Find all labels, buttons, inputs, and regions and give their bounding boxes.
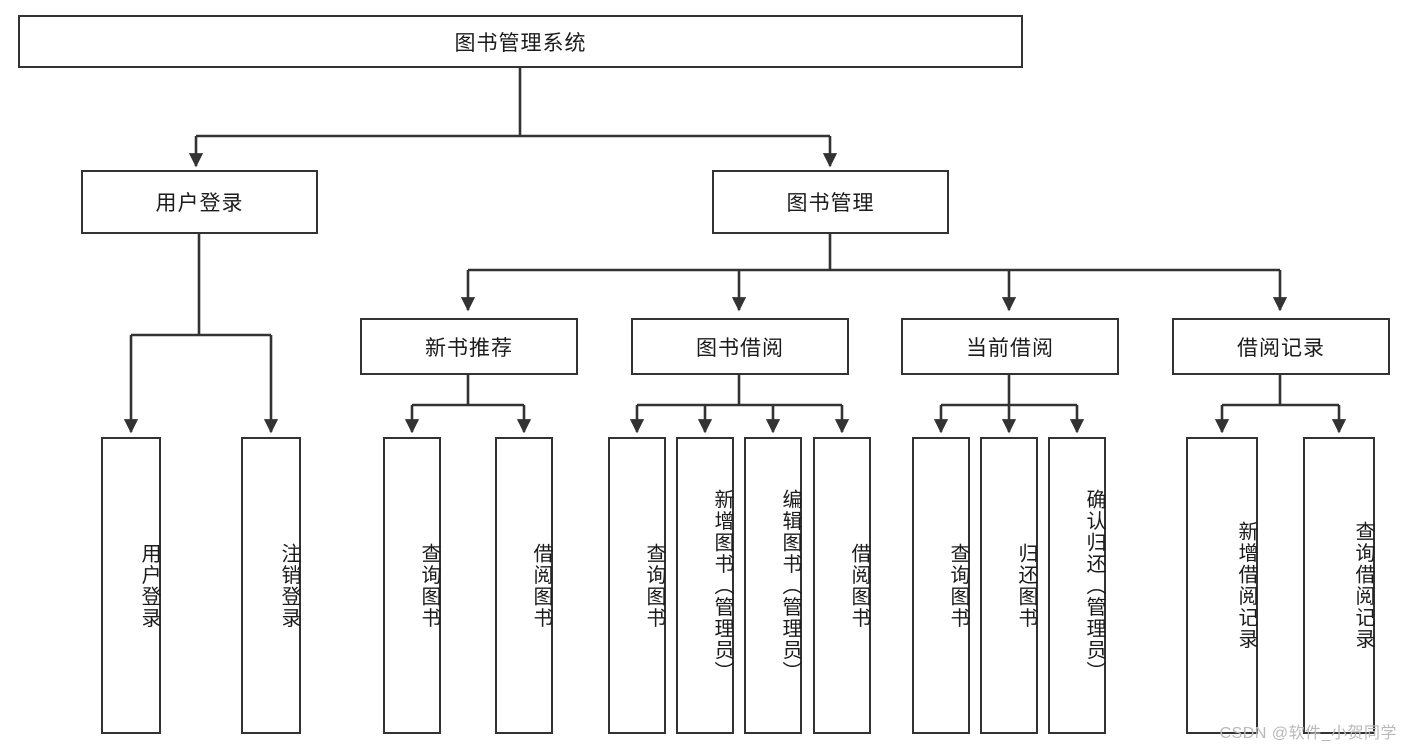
node-label: 借阅记录 xyxy=(1237,336,1325,360)
node-label: 图书借阅 xyxy=(696,336,784,360)
leaf-bookborrow-borrow-book[interactable]: 借阅图书 xyxy=(813,437,871,734)
leaf-currentborrow-return-book[interactable]: 归还图书 xyxy=(980,437,1038,734)
node-current-borrow[interactable]: 当前借阅 xyxy=(901,318,1119,375)
node-book-borrow[interactable]: 图书借阅 xyxy=(631,318,849,375)
leaf-currentborrow-query-book[interactable]: 查询图书 xyxy=(912,437,970,734)
node-label: 当前借阅 xyxy=(966,336,1054,360)
node-book-management[interactable]: 图书管理 xyxy=(712,170,949,234)
node-label: 借阅图书 xyxy=(848,542,870,629)
node-root-system[interactable]: 图书管理系统 xyxy=(18,15,1023,68)
node-label: 查询借阅记录 xyxy=(1352,521,1374,650)
leaf-bookborrow-add-book[interactable]: 新增图书（管理员） xyxy=(676,437,734,734)
csdn-watermark: CSDN @软件_小贺同学 xyxy=(1219,725,1397,742)
node-label: 图书管理系统 xyxy=(454,31,587,55)
node-label: 新增图书（管理员） xyxy=(711,488,733,683)
node-label: 新书推荐 xyxy=(425,336,513,360)
leaf-bookborrow-edit-book[interactable]: 编辑图书（管理员） xyxy=(744,437,802,734)
node-user-login[interactable]: 用户登录 xyxy=(81,170,318,234)
node-label: 查询图书 xyxy=(643,542,665,629)
node-new-book-recommend[interactable]: 新书推荐 xyxy=(360,318,578,375)
leaf-borrowrecord-add-record[interactable]: 新增借阅记录 xyxy=(1186,437,1258,734)
node-label: 查询图书 xyxy=(947,542,969,629)
node-label: 新增借阅记录 xyxy=(1235,521,1257,650)
node-label: 注销登录 xyxy=(278,542,300,629)
node-borrow-record[interactable]: 借阅记录 xyxy=(1172,318,1390,375)
leaf-borrowrecord-query-record[interactable]: 查询借阅记录 xyxy=(1303,437,1375,734)
leaf-logout[interactable]: 注销登录 xyxy=(241,437,301,734)
node-label: 图书管理 xyxy=(786,192,875,215)
node-label: 归还图书 xyxy=(1015,542,1037,629)
leaf-newbook-borrow-book[interactable]: 借阅图书 xyxy=(495,437,553,734)
leaf-currentborrow-confirm-return[interactable]: 确认归还（管理员） xyxy=(1048,437,1106,734)
node-label: 编辑图书（管理员） xyxy=(779,488,801,683)
node-label: 查询图书 xyxy=(418,542,440,629)
node-label: 用户登录 xyxy=(138,542,160,629)
node-label: 确认归还（管理员） xyxy=(1083,488,1105,683)
leaf-user-login[interactable]: 用户登录 xyxy=(101,437,161,734)
node-label: 用户登录 xyxy=(155,192,244,215)
leaf-bookborrow-query-book[interactable]: 查询图书 xyxy=(608,437,666,734)
node-label: 借阅图书 xyxy=(530,542,552,629)
leaf-newbook-query-book[interactable]: 查询图书 xyxy=(383,437,441,734)
